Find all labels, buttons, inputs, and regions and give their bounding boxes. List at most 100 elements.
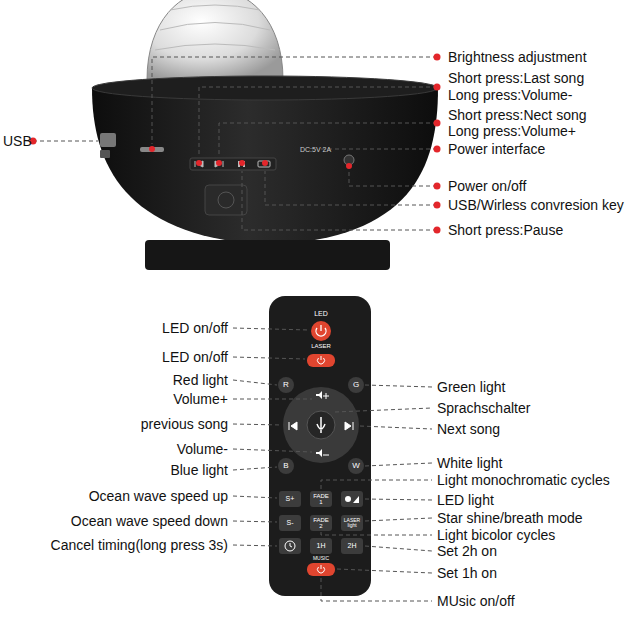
button-marking: FADE 2 [312, 517, 330, 529]
button-marking: LASER light [342, 518, 362, 528]
leader-line [233, 380, 277, 385]
button-marking: W [352, 461, 360, 470]
remote-control [348, 377, 364, 393]
leader-line [335, 408, 432, 412]
leader-line [365, 518, 432, 521]
callout-label: Long press:Volume- [448, 87, 573, 103]
remote-control [316, 325, 326, 336]
remote-control [316, 391, 322, 457]
leader-line [321, 480, 432, 489]
projector-device [140, 147, 164, 152]
callout-label: Short press:Pause [448, 222, 563, 238]
leader-line [242, 171, 437, 230]
callout-label: Power interface [448, 141, 545, 157]
leader-line [233, 449, 312, 452]
remote-control [278, 458, 294, 474]
callout-label: Next song [437, 421, 500, 437]
button-marking: S+ [286, 495, 295, 503]
leader-line [219, 123, 437, 157]
callout-label: USB/Wirless convresion key [448, 197, 624, 213]
callout-label: USB [3, 133, 32, 149]
callout-label: Light monochromatic cycles [437, 472, 610, 488]
leader-line [320, 149, 437, 150]
projector-device [100, 133, 116, 147]
remote-control [283, 387, 359, 463]
leader-line [233, 545, 277, 546]
button-marking: FADE 1 [312, 493, 330, 505]
leader-line [233, 328, 432, 601]
remote-control [345, 496, 351, 502]
leader-line [365, 385, 432, 387]
leader-line [233, 496, 277, 498]
callout-label: Red light [173, 372, 228, 388]
remote-control [278, 377, 294, 393]
callout-dot [434, 84, 441, 91]
leader-line [265, 171, 437, 205]
remote-control [318, 356, 325, 364]
leader-line [152, 57, 437, 144]
callout-dot [434, 183, 441, 190]
remote-control [279, 538, 301, 554]
remote-control [279, 515, 301, 531]
button-marking: S- [287, 519, 294, 527]
remote-control [290, 543, 292, 547]
remote-control [310, 538, 332, 554]
button-marking: G [353, 380, 359, 389]
projector-device [195, 161, 223, 167]
leader-line [233, 357, 305, 359]
callout-label: Short press:Nect song [448, 107, 587, 123]
projector-device [92, 0, 438, 270]
remote-control [317, 417, 325, 433]
callout-label: Short press:Last song [448, 70, 584, 86]
projector-device [218, 192, 234, 208]
callout-label: Volume- [177, 441, 228, 457]
device-marking: DC:5V 2A [300, 146, 331, 154]
projector-device [190, 158, 276, 170]
leader-line [365, 499, 432, 500]
leader-line [321, 532, 432, 535]
leader-line [337, 569, 432, 573]
button-marking: R [283, 380, 289, 389]
callout-label: Long press:Volume+ [448, 123, 576, 139]
callout-label: Light bicolor cycles [437, 527, 555, 543]
leader-line [365, 463, 432, 466]
callout-label: Star shine/breath mode [437, 510, 583, 526]
remote-control [307, 354, 335, 367]
button-marking: 1H [317, 542, 326, 550]
remote-control [341, 515, 363, 531]
callout-dot [262, 160, 268, 166]
button-marking: B [283, 461, 288, 470]
leader-line [233, 399, 312, 400]
leader-line [233, 328, 309, 330]
remote-control [269, 296, 371, 596]
callout-dot [30, 54, 441, 234]
callout-label: Set 1h on [437, 565, 497, 581]
remote-control [285, 541, 295, 551]
projector-device [92, 76, 438, 100]
remote-control [318, 565, 325, 573]
callout-label: LED on/off [162, 320, 228, 336]
remote-control [269, 296, 371, 596]
projector-device [100, 150, 110, 158]
callout-label: MUsic on/off [437, 593, 515, 609]
remote-control [310, 515, 332, 531]
callout-dot [434, 120, 441, 127]
remote-control [311, 321, 331, 341]
remote-control [353, 496, 359, 503]
callout-label: LED on/off [162, 349, 228, 365]
projector-device [145, 240, 390, 270]
leader-line [199, 87, 437, 157]
remote-control [341, 491, 363, 507]
leader-line [233, 467, 277, 470]
callout-label: Set 2h on [437, 543, 497, 559]
callout-dot [239, 160, 245, 166]
leader-line [349, 166, 437, 186]
callout-dot [216, 160, 222, 166]
leader-line [33, 57, 437, 230]
button-marking: LED [314, 310, 328, 318]
leader-line [233, 424, 282, 425]
remote-control [310, 491, 332, 507]
callout-label: Power on/off [448, 178, 526, 194]
callout-dot [196, 160, 202, 166]
